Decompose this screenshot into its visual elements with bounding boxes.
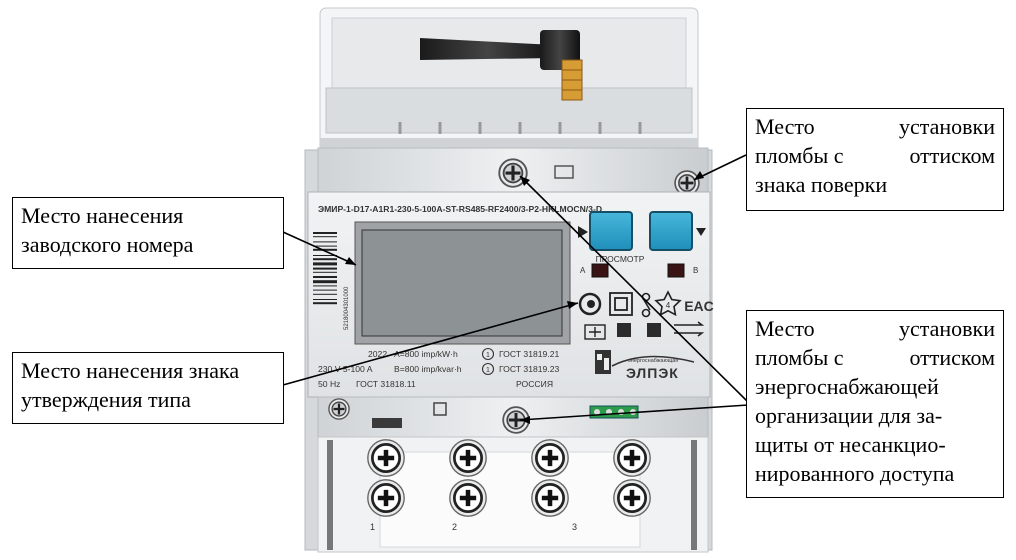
callout-type-approval-line1: Место нанесения знака <box>21 358 240 383</box>
barcode-bar <box>313 302 337 305</box>
verification-seal-screw <box>674 170 700 196</box>
barcode-bar <box>313 245 337 247</box>
voltage-text: 230 V 5-100 A <box>318 364 373 374</box>
arrows-icon <box>674 321 705 337</box>
callout-energy-seal-line3: энергоснабжающей <box>755 374 939 399</box>
callout-energy-seal-line4: организации для за- <box>755 403 943 428</box>
const-a-text: A=800 imp/kW·h <box>394 349 458 359</box>
small-port <box>433 402 447 416</box>
latch-slot <box>554 165 574 179</box>
type-approval-icon <box>578 292 602 316</box>
led-pulse-a-icon <box>617 323 631 337</box>
led-pulse-b-icon <box>647 323 661 337</box>
callout-energy-seal: Место установки пломбы с оттиском энергосн… <box>746 310 1004 498</box>
gost-main-text: ГОСТ 31818.11 <box>356 379 416 389</box>
barcode-bar <box>313 285 337 287</box>
callout-verification-seal-w2: установки <box>898 114 995 139</box>
gost2-text: ГОСТ 31819.23 <box>499 364 559 374</box>
connection-diagram-icon <box>584 324 606 340</box>
top-cover <box>319 7 699 159</box>
brand-sub: энергоснабжающая <box>628 358 678 364</box>
serial-vertical: 5218004301000 <box>344 286 350 330</box>
top-seal-screw <box>498 158 528 188</box>
callout-factory-number-line1: Место нанесения <box>21 203 184 228</box>
callout-type-approval: Место нанесения знака утверждения типа <box>12 352 284 424</box>
callout-verification-seal-w1: Место <box>755 114 815 139</box>
barcode-bar <box>313 241 337 243</box>
latch <box>372 418 402 428</box>
country-text: РОССИЯ <box>516 379 553 389</box>
callout-factory-number-line2: заводского номера <box>21 232 194 257</box>
double-insulation-icon <box>609 292 633 316</box>
callout-factory-number: Место нанесения заводского номера <box>12 197 284 269</box>
terminal-label-1: 1 <box>370 522 375 532</box>
year-text: 2022 <box>368 349 387 359</box>
terminal-cover <box>379 451 641 548</box>
callout-energy-seal-line5: щиты от несанкцио- <box>755 432 946 457</box>
barcode-bar <box>313 280 337 284</box>
barcode-bar <box>313 255 337 256</box>
terminal-label-2: 2 <box>452 522 457 532</box>
callout-verification-seal-line3: знака поверки <box>755 172 888 197</box>
leader-lines <box>282 154 749 421</box>
terminal-label-3: 3 <box>572 522 577 532</box>
barcode-bar <box>313 258 337 261</box>
freq-text: 50 Hz <box>318 379 340 389</box>
svg-text:4: 4 <box>666 301 671 310</box>
eac-mark: EAC <box>684 298 714 314</box>
barcode-bar <box>313 267 337 270</box>
callout-energy-seal-w3: пломбы с <box>755 345 844 370</box>
scroll-down-icon <box>696 228 706 236</box>
gost1-text: ГОСТ 31819.21 <box>499 349 559 359</box>
callout-energy-seal-w1: Место <box>755 316 815 341</box>
model-string: ЭМИР-1-D17-A1R1-230-5-100А-ST-RS485-RF24… <box>318 204 602 214</box>
callout-verification-seal-w3: пломбы с <box>755 143 844 168</box>
barcode-bar <box>313 236 337 238</box>
callout-type-approval-line2: утверждения типа <box>21 387 191 412</box>
leader-arrowheads <box>345 171 704 424</box>
led-a-icon <box>591 263 609 278</box>
class-2-digit: 1 <box>486 367 490 374</box>
led-b-icon <box>667 263 685 278</box>
callout-verification-seal: Место установки пломбы с оттиском знака по… <box>746 108 1004 211</box>
class-2-icon <box>481 362 495 376</box>
left-seal-screw <box>328 398 350 420</box>
barcode-bar <box>313 299 337 300</box>
lcd-screen <box>361 229 563 337</box>
callout-energy-seal-w4: оттиском <box>909 345 995 370</box>
scroll-button[interactable] <box>649 211 693 251</box>
class-1-digit: 1 <box>486 352 490 359</box>
brand-name: ЭЛПЭК <box>626 365 679 381</box>
view-button[interactable] <box>589 211 633 251</box>
barcode-bar <box>313 262 337 266</box>
elpek-logo: энергоснабжающая ЭЛПЭК <box>595 350 695 381</box>
antenna <box>420 30 583 101</box>
barcode-bar <box>313 248 337 251</box>
barcode-bar <box>313 271 337 273</box>
barcode-bar <box>313 293 337 295</box>
callout-energy-seal-line6: нированного доступа <box>755 461 955 486</box>
callout-energy-seal-w2: установки <box>898 316 995 341</box>
const-b-text: B=800 imp/kvar·h <box>394 364 462 374</box>
led-b-label: В <box>693 266 698 275</box>
led-a-label: А <box>580 266 586 275</box>
barcode-bar <box>313 276 337 278</box>
side-ribs <box>327 440 697 550</box>
barcode-bar <box>313 289 337 291</box>
view-label: ПРОСМОТР <box>596 254 645 264</box>
barcode <box>313 232 337 305</box>
callout-verification-seal-w4: оттиском <box>909 143 995 168</box>
class-4-star-icon: 4 <box>654 290 682 317</box>
class-1-icon <box>481 347 495 361</box>
barcode-bar <box>313 232 337 234</box>
